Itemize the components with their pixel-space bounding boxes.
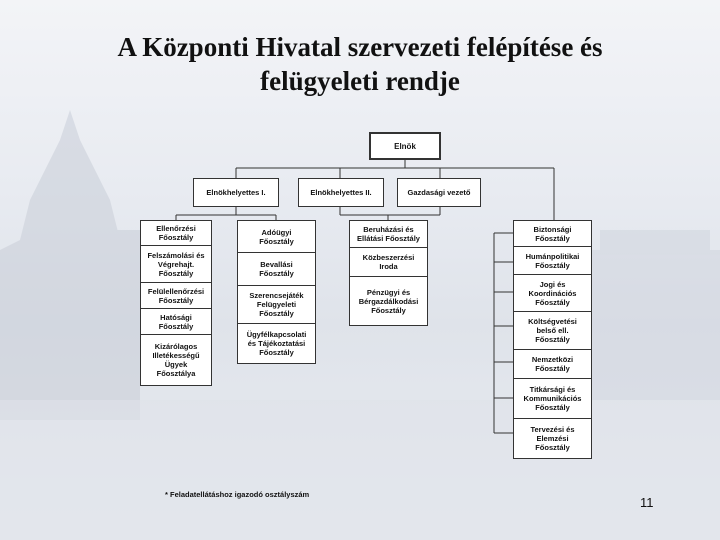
org-column-4: Biztonsági Főosztály Humánpolitikai Főos… [513, 220, 592, 459]
org-box-economic-director: Gazdasági vezető [397, 178, 481, 207]
org-box-c2-1: Adóügyi Főosztály [238, 221, 315, 253]
org-box-c1-4: Hatósági Főosztály [141, 309, 211, 335]
org-box-c3-3: Pénzügyi és Bérgazdálkodási Főosztály [350, 277, 427, 325]
org-box-c4-3: Jogi és Koordinációs Főosztály [514, 275, 591, 312]
footnote: * Feladatellátáshoz igazodó osztályszám [165, 490, 309, 499]
org-box-c3-2: Közbeszerzési Iroda [350, 248, 427, 277]
org-box-c4-2: Humánpolitikai Főosztály [514, 247, 591, 275]
org-box-c4-5: Nemzetközi Főosztály [514, 350, 591, 379]
org-column-1: Ellenőrzési Főosztály Felszámolási és Vé… [140, 220, 212, 386]
org-box-c4-7: Tervezési és Elemzési Főosztály [514, 419, 591, 458]
page-number: 11 [640, 495, 654, 510]
org-box-c2-3: Szerencsejáték Felügyeleti Főosztály [238, 286, 315, 324]
org-box-c1-2: Felszámolási és Végrehajt. Főosztály [141, 246, 211, 283]
org-box-c1-1: Ellenőrzési Főosztály [141, 221, 211, 246]
org-box-c2-2: Bevallási Főosztály [238, 253, 315, 286]
org-box-deputy-1: Elnökhelyettes I. [193, 178, 279, 207]
org-box-c4-6: Titkársági és Kommunikációs Főosztály [514, 379, 591, 419]
org-box-president: Elnök [369, 132, 441, 160]
org-column-3: Beruházási és Ellátási Főosztály Közbesz… [349, 220, 428, 326]
org-box-c4-1: Biztonsági Főosztály [514, 221, 591, 247]
org-box-c1-5: Kizárólagos Illetékességű Ügyek Főosztál… [141, 335, 211, 385]
org-box-c3-1: Beruházási és Ellátási Főosztály [350, 221, 427, 248]
org-box-c2-4: Ügyfélkapcsolati és Tájékoztatási Főoszt… [238, 324, 315, 363]
org-column-2: Adóügyi Főosztály Bevallási Főosztály Sz… [237, 220, 316, 364]
org-box-c1-3: Felülellenőrzési Főosztály [141, 283, 211, 309]
org-box-deputy-2: Elnökhelyettes II. [298, 178, 384, 207]
org-box-c4-4: Költségvetési belső ell. Főosztály [514, 312, 591, 350]
